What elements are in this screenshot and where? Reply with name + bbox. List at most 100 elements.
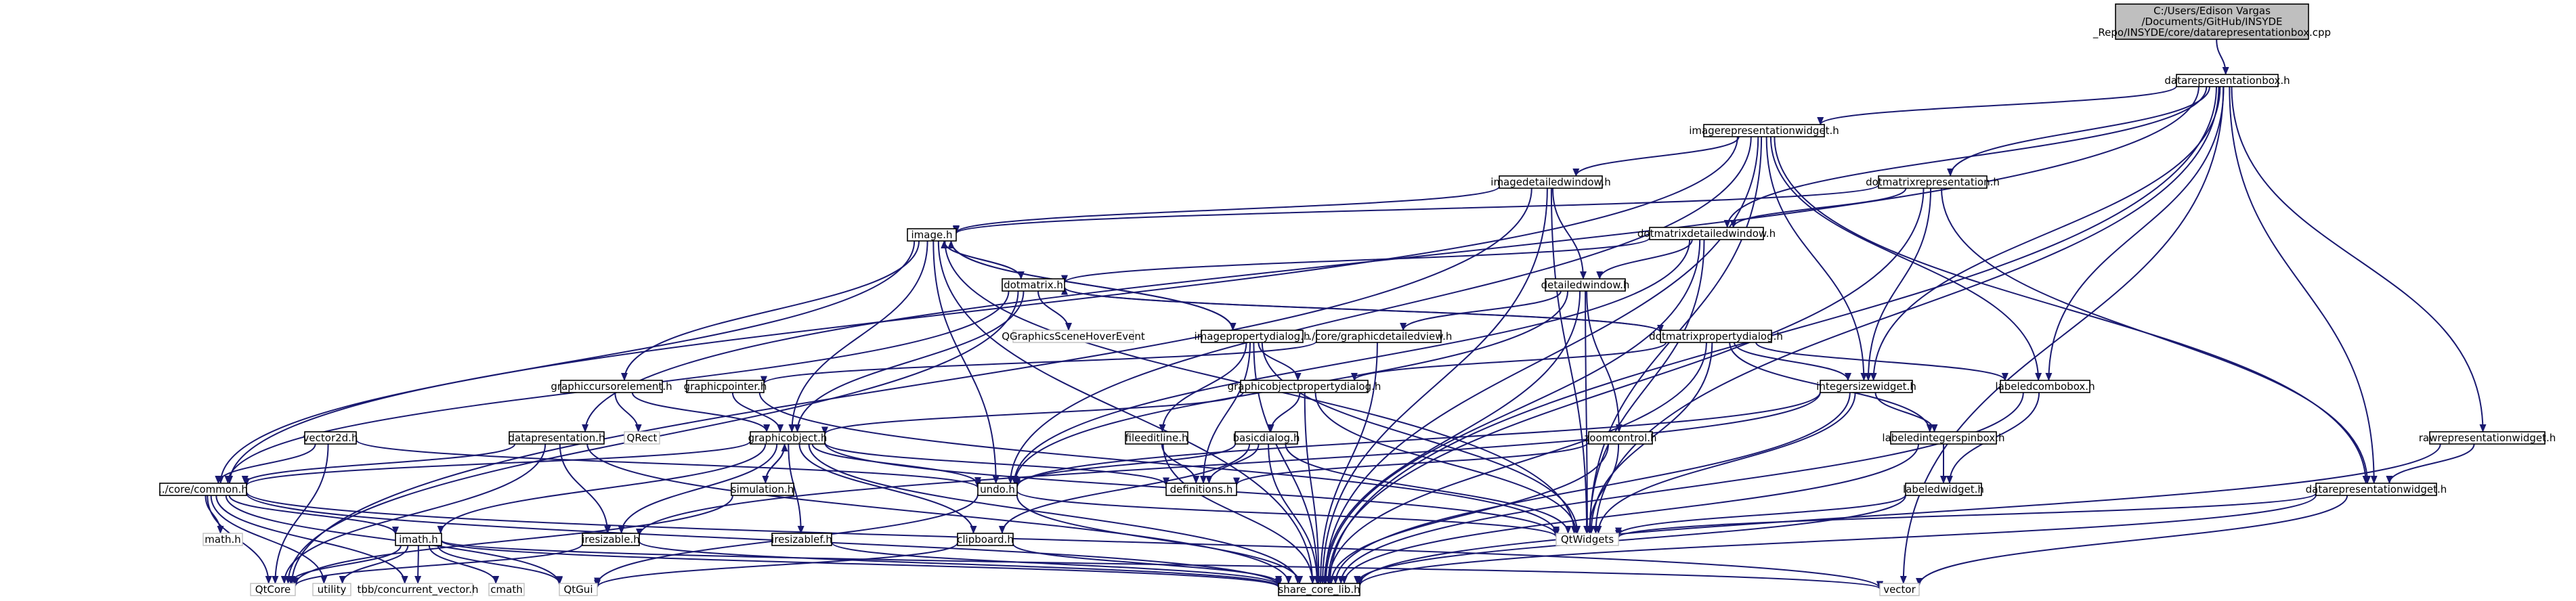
node-box bbox=[488, 583, 525, 596]
node-zoomcontrol-h[interactable]: zoomcontrol.h bbox=[1584, 431, 1657, 445]
node-box bbox=[771, 533, 832, 546]
node-box bbox=[1905, 483, 1982, 496]
node-label: datarepresentationbox.h bbox=[2164, 74, 2290, 87]
node-box bbox=[1240, 380, 1369, 393]
edge-rawrepresentationwidget-h-to-datarepresentationwidget-h bbox=[2386, 443, 2475, 484]
edge-dotmatrix-h-to-qgraphicsscenehoverevent bbox=[1037, 290, 1072, 331]
node-label: dotmatrixrepresentation.h bbox=[1866, 176, 2000, 188]
node-dotmatrixdetailedwindow-h[interactable]: dotmatrixdetailedwindow.h bbox=[1637, 227, 1776, 240]
node-labeledwidget-h[interactable]: labeledwidget.h bbox=[1903, 483, 1984, 496]
edge-dotmatrixrepresentation-h-to-integersizewidget-h bbox=[1864, 187, 1932, 381]
edge-graphicobjectpropertydialog-h-to-graphicobject-h bbox=[821, 392, 1244, 435]
node-datarepresentationbox-h[interactable]: datarepresentationbox.h bbox=[2164, 74, 2290, 87]
node-image-h[interactable]: image.h bbox=[907, 228, 957, 242]
node-label: labeledwidget.h bbox=[1903, 483, 1984, 495]
edge-graphicobject-h-to-iresizable-h bbox=[618, 443, 778, 534]
node-label: QGraphicsSceneHoverEvent bbox=[1002, 330, 1145, 342]
node-core-graphicdetailedview-h[interactable]: ../core/graphicdetailedview.h bbox=[1306, 330, 1453, 343]
edge-graphiccursorelement-h-to-graphicobject-h bbox=[631, 392, 771, 432]
edge-dotmatrixdetailedwindow-h-to-undo-h bbox=[1010, 239, 1691, 484]
node-datapresentation-h[interactable]: datapresentation.h bbox=[508, 431, 605, 445]
node-iresizable-h[interactable]: iresizable.h bbox=[582, 533, 640, 546]
node-label: image.h bbox=[911, 229, 953, 241]
node-box bbox=[1165, 483, 1237, 496]
node-dotmatrixpropertydialog-h[interactable]: dotmatrixpropertydialog.h bbox=[1649, 330, 1783, 343]
node-undo-h[interactable]: undo.h bbox=[977, 483, 1018, 496]
node-labeledintegerspinbox-h[interactable]: labeledintegerspinbox.h bbox=[1882, 431, 2005, 445]
edge-basicdialog-h-to-clipboard-h bbox=[998, 443, 1251, 534]
node-box bbox=[560, 380, 663, 393]
node-box bbox=[731, 483, 794, 496]
node-box bbox=[1588, 431, 1653, 445]
node-root: C:/Users/Edison Vargas/Documents/GitHub/… bbox=[2092, 3, 2331, 40]
node-labeledcombobox-h[interactable]: labeledcombobox.h bbox=[1995, 380, 2095, 393]
edge-labeledwidget-h-to-qtwidgets bbox=[1615, 494, 1906, 536]
edge-core-graphicdetailedview-h-to-share-core-lib-h bbox=[1317, 342, 1378, 584]
node-graphicobject-h[interactable]: graphicobject.h bbox=[748, 431, 828, 445]
node-label: vector2d.h bbox=[303, 432, 358, 444]
node-label: iresizablef.h bbox=[771, 533, 832, 546]
node-detailedwindow-h[interactable]: detailedwindow.h bbox=[1541, 278, 1630, 292]
edge-dotmatrixpropertydialog-h-to-graphicobjectpropertydialog-h bbox=[1351, 342, 1667, 381]
edge-graphicpointer-h-to-qtwidgets bbox=[758, 392, 1560, 535]
edge-core-common-h-to-share-core-lib-h bbox=[246, 493, 1282, 587]
node-share-core-lib-h[interactable]: share_core_lib.h bbox=[1278, 583, 1360, 596]
node-basicdialog-h[interactable]: basicdialog.h bbox=[1233, 431, 1300, 445]
edge-imagedetailedwindow-h-to-share-core-lib-h bbox=[1319, 187, 1548, 584]
node-box bbox=[1125, 431, 1188, 445]
edge-zoomcontrol-h-to-share-core-lib-h bbox=[1327, 443, 1610, 584]
edge-core-common-h-to-imath-h bbox=[228, 495, 399, 535]
node-box bbox=[1235, 431, 1298, 445]
node-dotmatrix-h[interactable]: dotmatrix.h bbox=[1002, 278, 1065, 292]
edge-vector2d-h-to-core-common-h bbox=[215, 443, 316, 484]
node-label: labeledintegerspinbox.h bbox=[1882, 432, 2004, 444]
node-qtwidgets: QtWidgets bbox=[1555, 533, 1619, 546]
node-imagerepresentationwidget-h[interactable]: imagerepresentationwidget.h bbox=[1689, 124, 1839, 137]
node-datarepresentationwidget-h[interactable]: datarepresentationwidget.h bbox=[2306, 483, 2447, 496]
node-box bbox=[1545, 278, 1626, 292]
node-graphicobjectpropertydialog-h[interactable]: graphicobjectpropertydialog.h bbox=[1228, 380, 1381, 393]
edge-detailedwindow-h-to-qtwidgets bbox=[1583, 290, 1591, 534]
node-label: cmath bbox=[490, 583, 522, 596]
node-label: tbb/concurrent_vector.h bbox=[358, 583, 479, 596]
edge-core-common-h-to-vector bbox=[246, 491, 1883, 589]
node-iresizablef-h[interactable]: iresizablef.h bbox=[771, 533, 832, 546]
node-dotmatrixrepresentation-h[interactable]: dotmatrixrepresentation.h bbox=[1866, 175, 2000, 189]
node-integersizewidget-h[interactable]: integersizewidget.h bbox=[1816, 380, 1916, 393]
node-definitions-h[interactable]: definitions.h bbox=[1165, 483, 1237, 496]
node-vector2d-h[interactable]: vector2d.h bbox=[303, 431, 358, 445]
node-label: utility bbox=[318, 583, 347, 596]
edge-graphicobjectpropertydialog-h-to-share-core-lib-h bbox=[1304, 392, 1323, 584]
node-graphiccursorelement-h[interactable]: graphiccursorelement.h bbox=[551, 380, 672, 393]
edge-datarepresentationbox-h-to-datarepresentationwidget-h bbox=[2229, 86, 2378, 484]
node-label: graphicpointer.h bbox=[684, 380, 767, 393]
edge-simulation-h-to-graphicobject-h bbox=[765, 443, 788, 484]
edge-imagepropertydialog-h-to-qtwidgets bbox=[1261, 342, 1581, 534]
node-label: definitions.h bbox=[1170, 483, 1233, 495]
node-box bbox=[509, 431, 605, 445]
node-imagepropertydialog-h[interactable]: imagepropertydialog.h bbox=[1195, 330, 1310, 343]
edge-integersizewidget-h-to-qtwidgets bbox=[1595, 392, 1856, 534]
edge-imath-h-to-qtcore bbox=[287, 545, 402, 584]
node-fileeditline-h[interactable]: fileeditline.h bbox=[1125, 431, 1188, 445]
node-box bbox=[1316, 330, 1442, 343]
edge-dotmatrixdetailedwindow-h-to-dotmatrix-h bbox=[1061, 237, 1650, 284]
edge-datapresentation-h-to-qtcore bbox=[280, 443, 546, 584]
node-box bbox=[1499, 175, 1603, 189]
node-box bbox=[2429, 431, 2546, 445]
node-rawrepresentationwidget-h[interactable]: rawrepresentationwidget.h bbox=[2419, 431, 2556, 445]
node-imath-h[interactable]: imath.h bbox=[395, 533, 442, 546]
node-graphicpointer-h[interactable]: graphicpointer.h bbox=[684, 380, 767, 393]
edge-datarepresentationwidget-h-to-vector bbox=[1916, 495, 2348, 586]
node-core-common-h[interactable]: ../core/common.h bbox=[158, 483, 248, 496]
node-simulation-h[interactable]: simulation.h bbox=[731, 483, 794, 496]
node-box bbox=[1879, 583, 1920, 596]
edge-image-h-to-undo-h bbox=[932, 240, 1000, 484]
edge-graphicobject-h-to-definitions-h bbox=[824, 442, 1169, 486]
node-imagedetailedwindow-h[interactable]: imagedetailedwindow.h bbox=[1490, 175, 1611, 189]
edge-imagedetailedwindow-h-to-qtcore bbox=[288, 187, 1532, 584]
node-label: rawrepresentationwidget.h bbox=[2419, 432, 2556, 444]
node-clipboard-h[interactable]: clipboard.h bbox=[957, 533, 1014, 546]
node-label: datapresentation.h bbox=[508, 432, 605, 444]
